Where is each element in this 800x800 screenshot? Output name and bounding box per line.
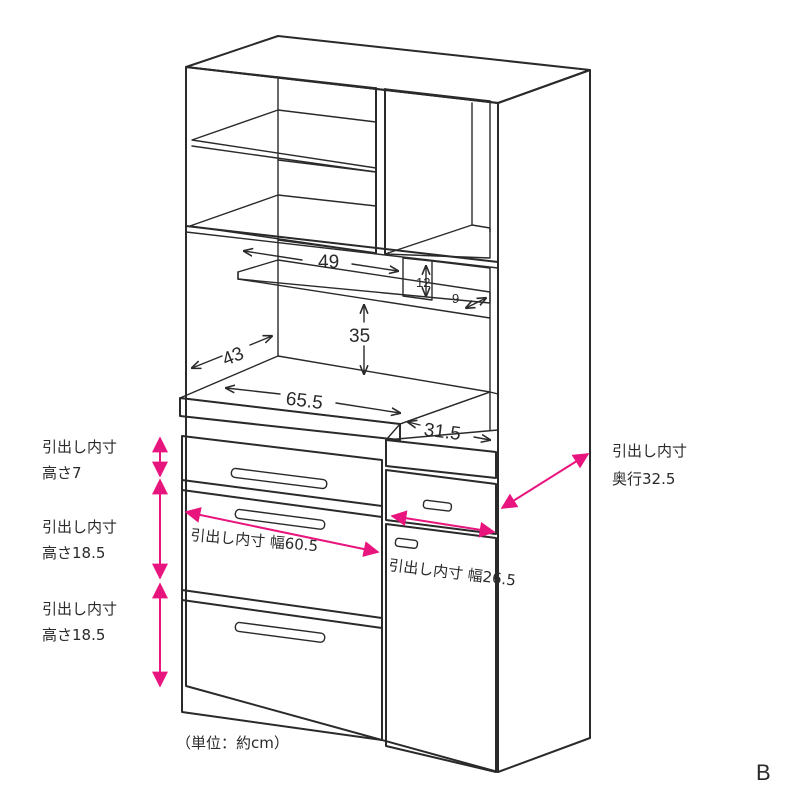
upper-shelf — [191, 109, 377, 169]
shelf-width-value: 49 — [318, 252, 339, 273]
drawer-labels: 引出し内寸 高さ7 引出し内寸 高さ18.5 引出し内寸 高さ18.5 引出し内… — [42, 438, 771, 785]
right-drawer-handle — [422, 499, 453, 512]
shelf-height-value: 12 — [416, 275, 430, 290]
counter-front-edge — [179, 397, 401, 441]
right-counter — [385, 391, 499, 441]
right-counter-width-value: 31.5 — [423, 420, 462, 445]
middle-left-drawer — [181, 479, 383, 629]
right-drawer-width-arrow — [390, 510, 496, 538]
left-drawer-width-label: 引出し内寸 幅60.5 — [190, 526, 319, 555]
counter-width-value: 65.5 — [285, 389, 324, 414]
top-drawer-label-value: 高さ7 — [42, 464, 82, 482]
right-depth-label-title: 引出し内寸 — [612, 442, 687, 460]
cabinet-body — [185, 35, 591, 773]
top-panel — [185, 35, 591, 104]
bottom-drawer-label-title: 引出し内寸 — [42, 600, 117, 618]
right-door-handle — [394, 537, 419, 549]
unit-note: （単位：約cm） — [176, 734, 289, 752]
shelf-depth-value: 9 — [452, 291, 459, 306]
counter-niche — [179, 239, 499, 441]
left-drawer-width-arrow — [184, 507, 380, 557]
shelf-divider — [402, 257, 433, 301]
top-left-drawer-handle — [230, 467, 328, 490]
pink-arrows — [152, 436, 590, 688]
front-outline — [185, 66, 499, 773]
top-left-drawer — [181, 435, 383, 518]
hutch-bottom-right — [384, 224, 491, 259]
right-side-panel — [497, 69, 591, 773]
bottom-drawer-label-value: 高さ18.5 — [42, 626, 105, 644]
upper-hutch — [185, 66, 499, 269]
bottom-left-drawer-handle — [234, 621, 326, 643]
top-drawer-label-title: 引出し内寸 — [42, 438, 117, 456]
clearance-height-value: 35 — [349, 326, 370, 347]
middle-left-drawer-handle — [234, 508, 326, 530]
right-top-panel — [385, 439, 497, 479]
right-drawer-depth-arrow — [500, 453, 590, 509]
right-depth-label-value: 奥行32.5 — [612, 470, 675, 488]
lower-cabinet — [181, 435, 497, 773]
dimension-arrows — [192, 251, 490, 440]
depth-value: 43 — [220, 343, 247, 370]
variant-label: B — [756, 760, 771, 785]
right-drawer — [385, 469, 497, 535]
bottom-left-drawer — [181, 589, 383, 741]
middle-drawer-label-title: 引出し内寸 — [42, 518, 117, 536]
middle-drawer-label-value: 高さ18.5 — [42, 544, 105, 562]
hutch-bottom-left — [189, 194, 377, 254]
